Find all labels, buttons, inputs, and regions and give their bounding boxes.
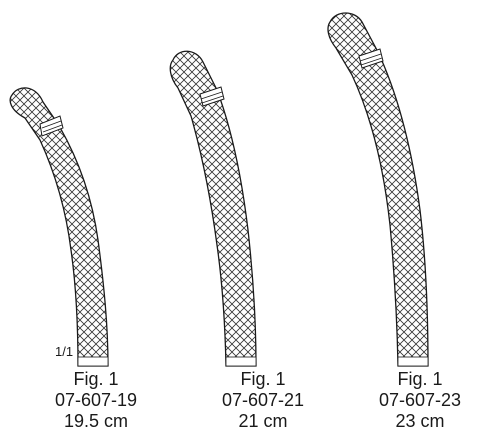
article-number: 07-607-21 [221,390,305,410]
forceps-jaw-2 [169,50,257,367]
figure-label: Fig. 1 [73,369,119,389]
scale-label: 1/1 [55,344,74,359]
caption-instrument-1: Fig. 1 07-607-19 19.5 cm [26,369,166,432]
figure-label: Fig. 1 [240,369,286,389]
article-number: 07-607-23 [378,390,462,410]
length-label: 21 cm [238,411,288,431]
length-label: 23 cm [395,411,445,431]
caption-instrument-2: Fig. 1 07-607-21 21 cm [193,369,333,432]
length-label: 19.5 cm [63,411,129,431]
figure-label: Fig. 1 [397,369,443,389]
article-number: 07-607-19 [54,390,138,410]
forceps-jaw-3 [327,12,429,367]
forceps-jaw-1 [9,87,109,367]
caption-instrument-3: Fig. 1 07-607-23 23 cm [350,369,490,432]
